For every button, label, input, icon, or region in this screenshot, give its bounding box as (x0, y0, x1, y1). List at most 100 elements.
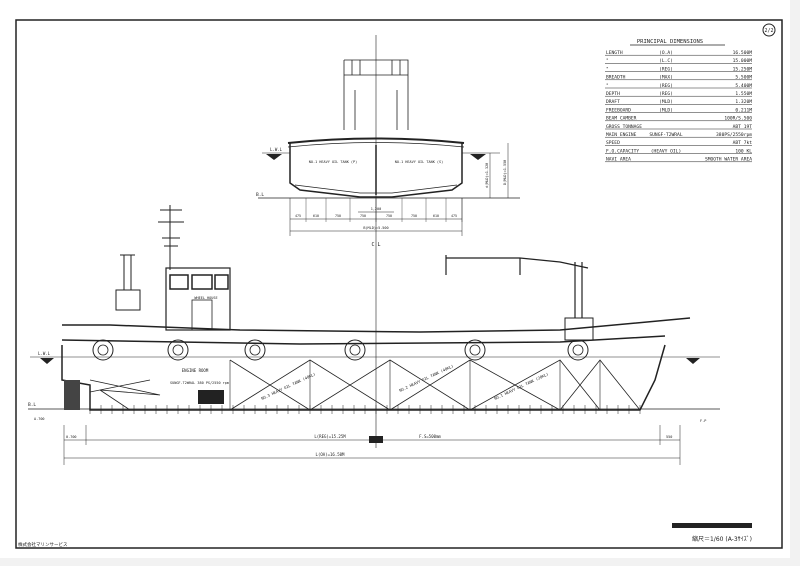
bollard (167, 339, 189, 361)
bollard (244, 339, 266, 361)
section-spacing-dim: 750 (386, 214, 392, 218)
profile-lwl-label: L.W.L (38, 351, 51, 356)
dimension-condition: (REG) (659, 66, 673, 72)
section-spacing-dim: 750 (360, 214, 366, 218)
tank-label-1: NO.1 HEAVY OIL TANK (20KL) (493, 371, 549, 401)
dimension-value: 16.500M (733, 50, 753, 56)
dimension-row: LENGTH (O.A) 16.500M (605, 50, 752, 56)
sheet-number-circle (762, 23, 776, 37)
dimension-row: BEAM CAMBER 100R/S.500 (605, 116, 752, 122)
dimension-item: MAIN ENGINE (606, 132, 637, 138)
dimension-value: 5.400M (735, 83, 752, 89)
principal-dimensions-table: PRINCIPAL DIMENSIONS LENGTH(O.A)16.500M … (605, 39, 752, 163)
frame-space-label: F.S=500mm (419, 434, 441, 439)
dimension-row: DRAFT (MLD) 1.320M (605, 99, 752, 105)
dimension-value: 100R/S.500 (724, 116, 752, 122)
dimension-item: DRAFT (606, 99, 620, 105)
dimension-value: 380PS/2550rpm (716, 132, 752, 138)
bollard (92, 339, 114, 361)
section-tank-label-stbd: NO.1 HEAVY OIL TANK (S) (395, 160, 443, 164)
dimension-condition: (O.A) (659, 50, 673, 56)
dimension-item: F.O.CAPACITY (606, 148, 639, 154)
dimension-row: SPEED ABT 7kt (605, 140, 752, 146)
dimension-row: DEPTH (REG) 1.550M (605, 91, 752, 97)
dimension-item: DEPTH (606, 91, 620, 97)
dimension-value: 100 KL (735, 148, 752, 154)
dimension-item: FREEBOARD (606, 107, 631, 113)
dimension-row: GROSS TONNAGE ABT 19T (605, 124, 752, 130)
fwd-overhang-dim: 550 (666, 435, 672, 439)
section-spacing-dim: 610 (433, 214, 439, 218)
section-spacing-dim: 750 (411, 214, 417, 218)
dimension-condition: (MLD) (659, 99, 673, 105)
dimension-item: " (606, 83, 609, 89)
dimension-row: " (REG) 5.400M (605, 83, 752, 89)
section-breadth-dim: B(MLD)=5.500 (363, 226, 388, 230)
dimension-row: " (REG) 15.250M (605, 66, 752, 72)
scale-label: 縮尺＝1/60 (A-3ｻｲｽﾞ) (692, 535, 752, 543)
dimension-item: BREADTH (606, 75, 626, 81)
drawing-frame (15, 19, 783, 549)
dimension-value: 0.211M (735, 107, 752, 113)
section-draft-dim: d(MLD)=1.320 (485, 163, 489, 188)
section-tank-label-port: NO.1 HEAVY OIL TANK (P) (309, 160, 357, 164)
dimension-row: F.O.CAPACITY (HEAVY OIL) 100 KL (605, 148, 752, 154)
engine-spec-label: SUNGF-T2WRAL 380 PS/2550 rpm (170, 381, 229, 385)
dimension-item: " (606, 58, 609, 64)
title-block-bar (672, 523, 752, 528)
length-reg-dim: L(REG)=15.25M (314, 434, 346, 439)
fwd-end-label: F.P (700, 419, 706, 423)
bollard (344, 339, 366, 361)
section-depth-dim: D(MLD)=1.550 (503, 160, 507, 185)
sheet-number: 2/2 (764, 28, 773, 34)
dimension-item: SPEED (606, 140, 620, 146)
dimension-value: 15.000M (733, 58, 753, 64)
section-spacing-dim: 475 (451, 214, 457, 218)
wheelhouse-label: WHEEL HOUSE (194, 296, 217, 300)
dimension-value: ABT 7kt (733, 140, 753, 146)
dimension-condition: (REG) (659, 91, 673, 97)
dimension-row: FREEBOARD (MLD) 0.211M (605, 107, 752, 113)
dimension-condition: (L.C) (659, 58, 673, 64)
dimension-item: NAVI AREA (606, 157, 631, 163)
bollard (567, 339, 589, 361)
engine-room-label: ENGINE ROOM (182, 368, 209, 373)
section-spacing-dim: 475 (295, 214, 301, 218)
midship-section-view: L.W.L B.L NO.1 HEAVY OIL TANK (P) NO.1 H… (256, 35, 520, 250)
dimension-value: 15.250M (733, 66, 753, 72)
length-oa-dim: L(OA)=16.50M (316, 452, 345, 457)
dimension-item: " (606, 66, 609, 72)
dimension-item: BEAM CAMBER (606, 116, 637, 122)
bollard (464, 339, 486, 361)
section-spacing-dim: 750 (335, 214, 341, 218)
aft-end-label: A.700 (34, 417, 45, 421)
section-lwl-label: L.W.L (270, 147, 283, 152)
dimension-row: BREADTH (MAX) 5.500M (605, 75, 752, 81)
midship-mark (369, 436, 383, 443)
main-engine (198, 390, 224, 404)
dimension-row: MAIN ENGINE SUNGF-T2WRAL 380PS/2550rpm (605, 132, 752, 138)
dimension-condition: SUNGF-T2WRAL (649, 132, 682, 138)
dimension-item: LENGTH (606, 50, 623, 56)
dimension-item: GROSS TONNAGE (606, 124, 642, 130)
drawing-sheet: 2/2 PRINCIPAL DIMENSIONS LENGTH (O.A) 16.5… (0, 0, 790, 558)
dimension-row: NAVI AREA SMOOTH WATER AREA (605, 157, 752, 163)
tank-label-2: NO.2 HEAVY OIL TANK (40KL) (398, 363, 454, 393)
dimension-condition: (MLD) (659, 107, 673, 113)
rudder (64, 380, 80, 410)
section-bl-label: B.L (256, 192, 264, 198)
dimension-condition: (HEAVY OIL) (651, 148, 681, 154)
table-title: PRINCIPAL DIMENSIONS (637, 39, 703, 45)
dimension-value: 1.550M (735, 91, 752, 97)
dimension-condition: (MAX) (659, 75, 673, 81)
dimension-value: 5.500M (735, 75, 752, 81)
dimension-value: SMOOTH WATER AREA (705, 157, 752, 163)
aft-overhang-dim: 0.700 (66, 435, 77, 439)
dimension-value: ABT 19T (733, 124, 753, 130)
section-spacing-dim: 610 (313, 214, 319, 218)
dimension-condition: (REG) (659, 83, 673, 89)
company-label: 株式会社マリンサービス (18, 541, 68, 548)
dimension-row: " (L.C) 15.000M (605, 58, 752, 64)
dimension-value: 1.320M (735, 99, 752, 105)
